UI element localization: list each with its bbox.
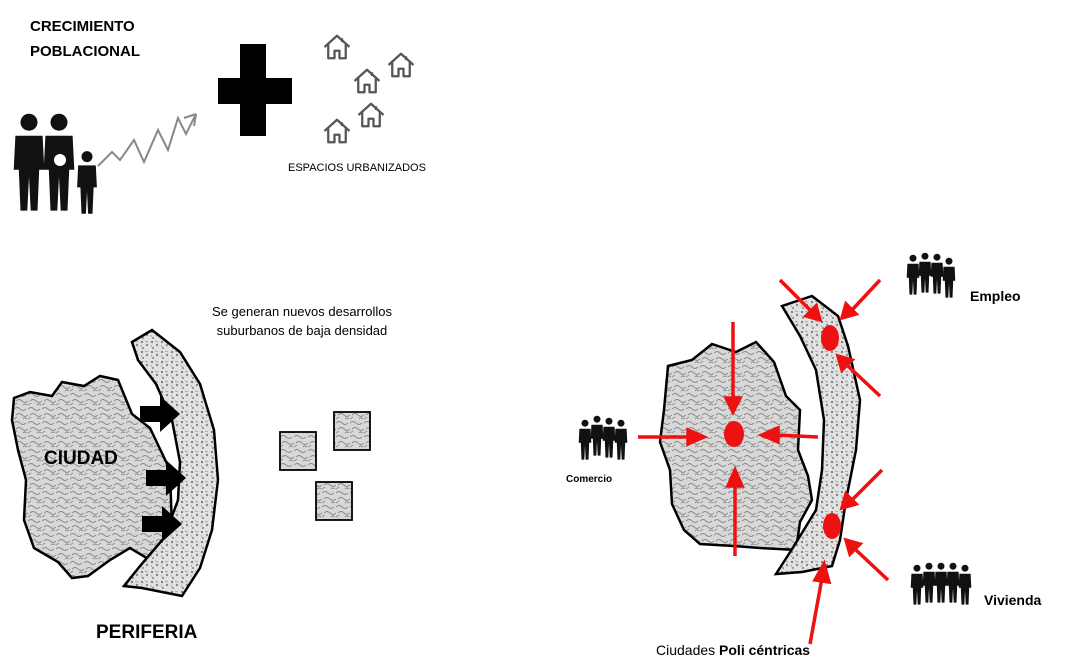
ciudades-prefix: Ciudades bbox=[656, 642, 720, 658]
desarrollos-line2: suburbanos de baja densidad bbox=[216, 323, 388, 338]
people-group-icon bbox=[578, 415, 628, 460]
title-line1: CRECIMIENTO bbox=[30, 18, 135, 35]
red-center-dots bbox=[724, 325, 841, 539]
empleo-label: Empleo bbox=[970, 288, 1021, 304]
desarrollos-label: Se generan nuevos desarrollos suburbanos… bbox=[212, 302, 392, 340]
periferia-label: PERIFERIA bbox=[96, 622, 198, 643]
ciudad-label: CIUDAD bbox=[44, 448, 118, 469]
vivienda-label: Vivienda bbox=[984, 592, 1042, 608]
people-group-icon bbox=[906, 252, 956, 298]
suburban-squares bbox=[279, 411, 371, 521]
desarrollos-line1: Se generan nuevos desarrollos bbox=[212, 304, 392, 319]
title-line2: POBLACIONAL bbox=[30, 43, 140, 60]
ciudades-bold: Poli céntricas bbox=[719, 642, 811, 658]
periferia-arc bbox=[121, 328, 220, 598]
plus-icon bbox=[218, 44, 292, 136]
title-block: CRECIMIENTO POBLACIONAL bbox=[30, 14, 140, 64]
ciudades-label: Ciudades Poli céntricas bbox=[656, 642, 810, 658]
people-group-icon bbox=[910, 562, 972, 605]
red-arrows bbox=[638, 278, 890, 645]
comercio-label: Comercio bbox=[566, 474, 613, 485]
house-icon bbox=[323, 34, 415, 144]
family-icon bbox=[13, 113, 97, 214]
growth-zigzag-icon bbox=[97, 113, 197, 167]
espacios-label: ESPACIOS URBANIZADOS bbox=[288, 162, 426, 174]
